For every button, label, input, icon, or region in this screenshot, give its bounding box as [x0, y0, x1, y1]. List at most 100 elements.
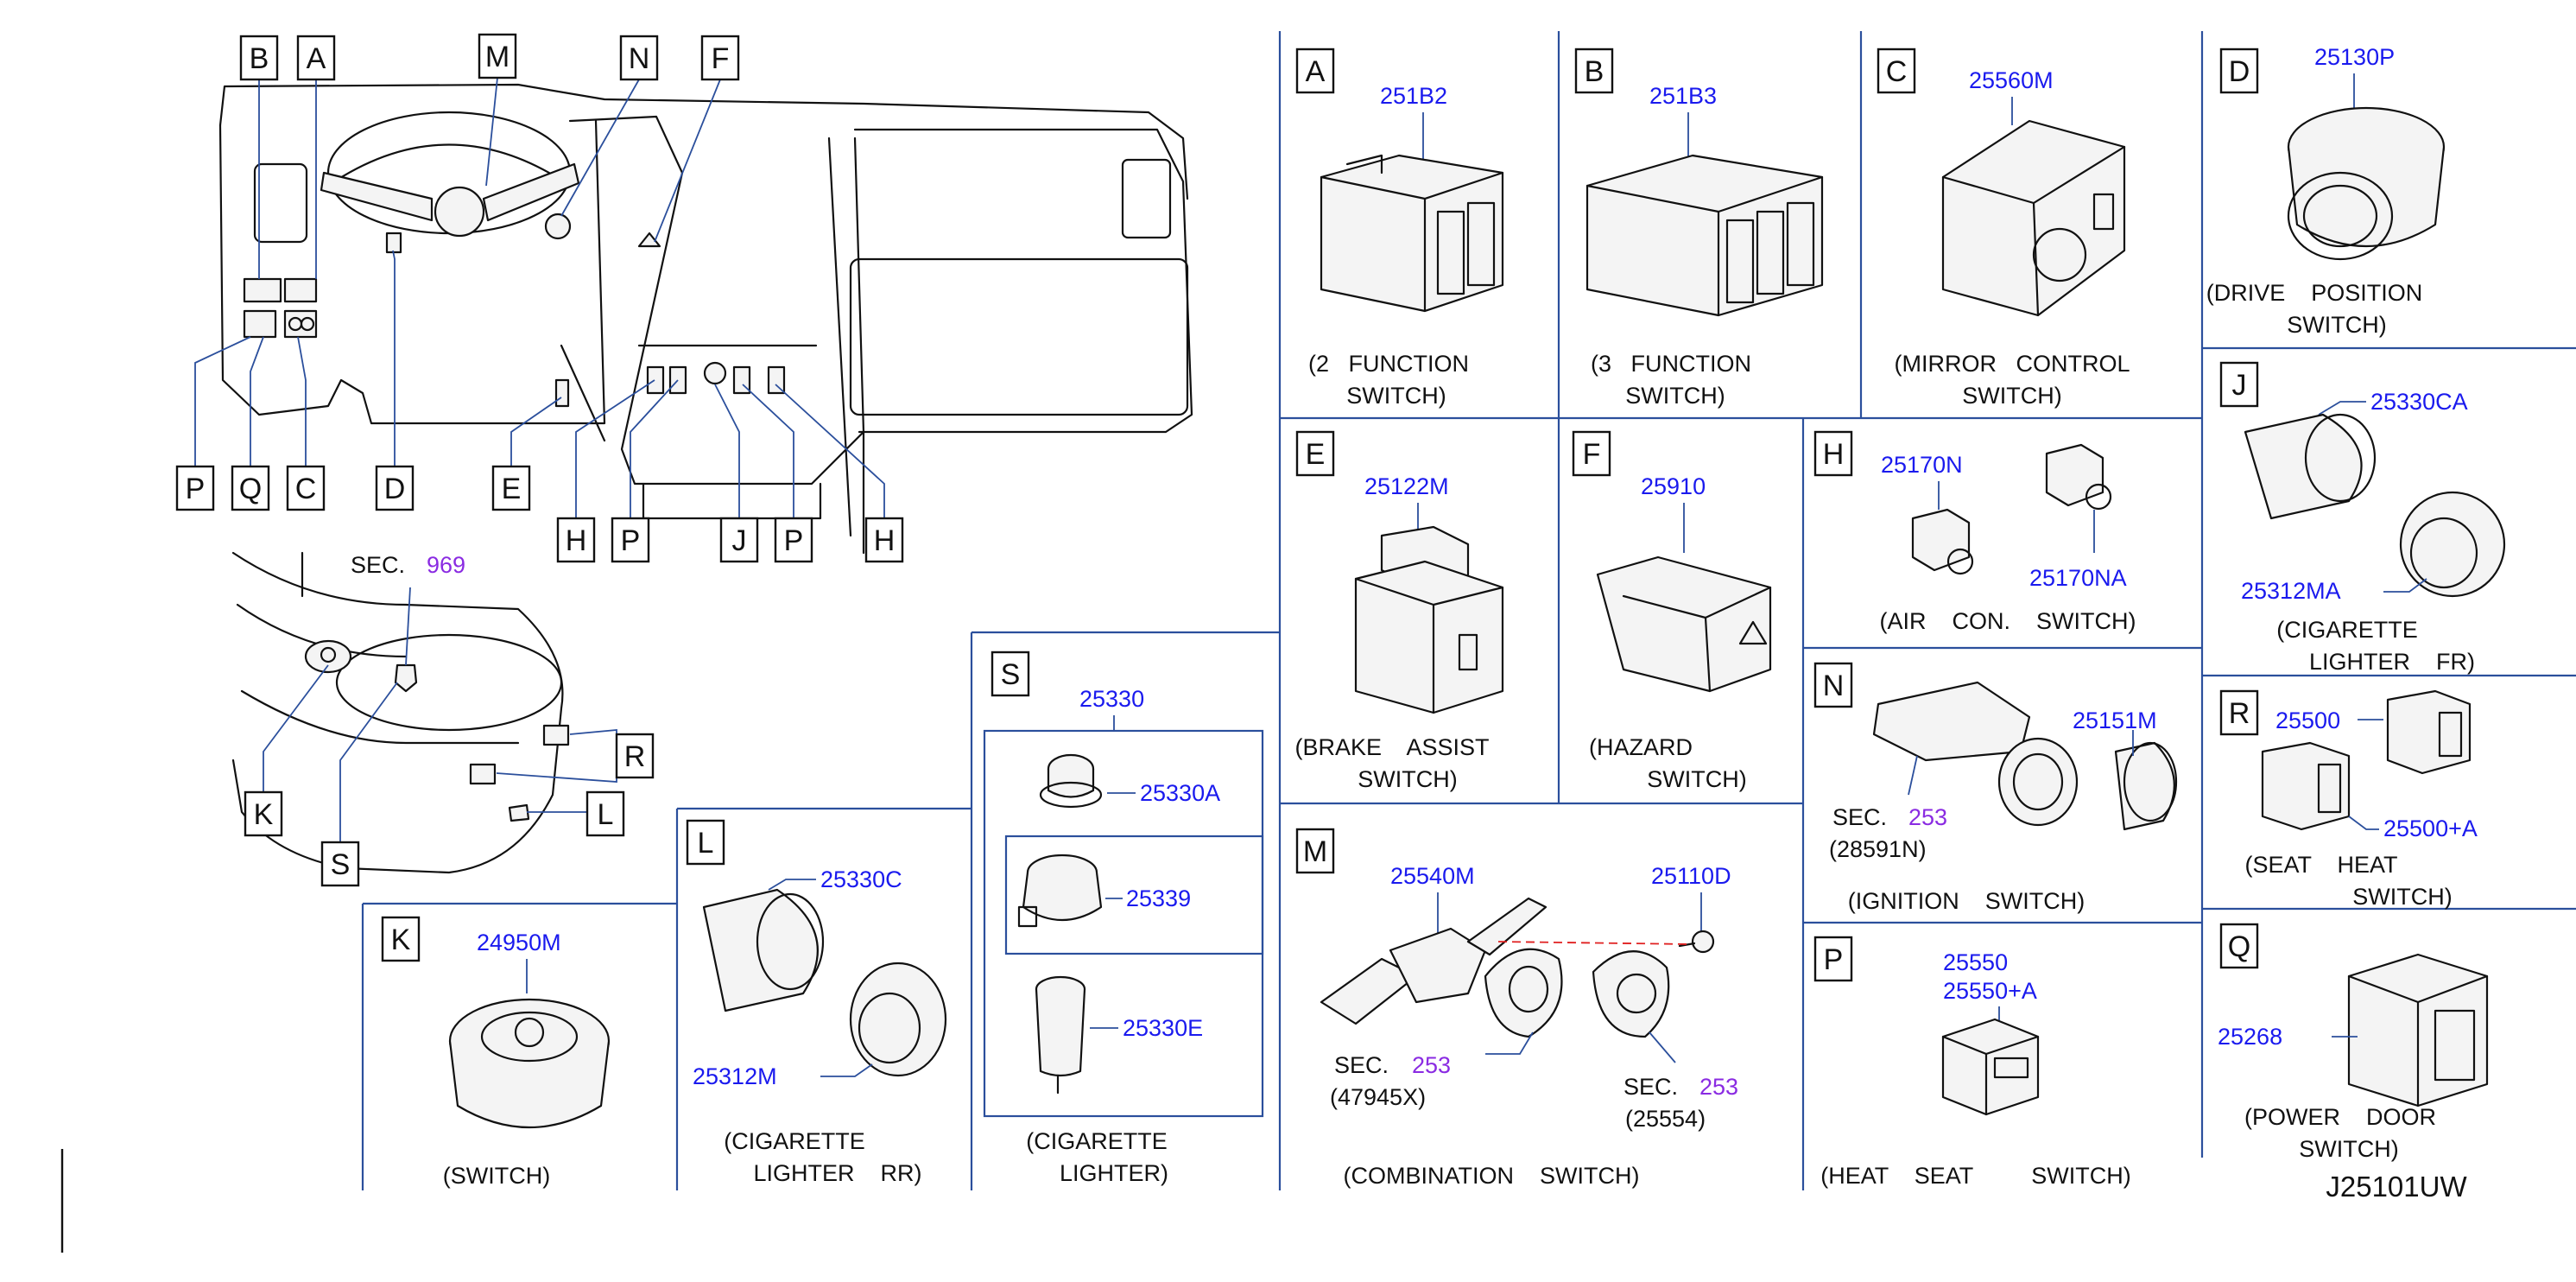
panel-f-caption-1: (HAZARD [1589, 734, 1693, 760]
panel-m-part-2: 25110D [1651, 863, 1731, 889]
overview-label-n: N [629, 42, 650, 75]
lighter-knob-illustration [1039, 753, 1103, 809]
panel-k-letter: K [391, 923, 411, 956]
air-con-switch-illustration-1 [1911, 508, 1974, 575]
panel-j-caption-1: (CIGARETTE [2276, 617, 2418, 643]
panel-h: H 25170N 25170NA (AIR CON. SWITCH) [1813, 430, 2136, 634]
overview-label-l: L [598, 798, 614, 831]
panel-f-part: 25910 [1641, 473, 1706, 499]
panel-q-letter: Q [2228, 930, 2250, 963]
panel-c-letter: C [1886, 55, 1908, 88]
panel-d-part: 25130P [2314, 44, 2395, 70]
panel-s-part-1: 25330 [1079, 686, 1144, 712]
panel-j: J 25330CA 25312MA (CIGARETTE LIGHTER FR) [2219, 361, 2506, 675]
panel-e-part: 25122M [1364, 473, 1449, 499]
overview-label-h2: H [874, 524, 896, 557]
overview-label-c: C [295, 473, 317, 505]
panel-q-caption-2: SWITCH) [2299, 1136, 2398, 1162]
lighter-socket-illustration [1035, 975, 1086, 1095]
panel-m: M 25540M 25110D SEC. 253 (47945X) SEC. 2… [1295, 828, 1738, 1189]
panel-l-caption-2: LIGHTER RR) [753, 1160, 921, 1186]
three-function-switch-illustration [1585, 154, 1824, 317]
panel-n-part: 25151M [2073, 708, 2157, 733]
console-sec-number: 969 [427, 552, 465, 578]
panel-e: E 25122M (BRAKE ASSIST SWITCH) [1294, 430, 1504, 792]
panel-r-part-1: 25500 [2275, 708, 2340, 733]
panel-p-letter: P [1824, 943, 1844, 976]
panel-h-caption: (AIR CON. SWITCH) [1880, 608, 2136, 634]
panel-h-part-1: 25170N [1881, 452, 1963, 478]
panel-a-letter: A [1306, 55, 1326, 88]
overview-labels: B A M N F P Q C D E H P J P H [175, 33, 904, 563]
ignition-switch-illustration [1872, 681, 2178, 831]
drive-position-switch-illustration [2287, 106, 2446, 261]
console-labels: SEC. 969 R K L S [244, 552, 655, 887]
panel-c-part: 25560M [1969, 67, 2054, 93]
panel-d-caption-2: SWITCH) [2287, 312, 2386, 338]
mirror-control-switch-illustration [1941, 119, 2126, 317]
panel-j-letter: J [2232, 369, 2247, 402]
overview-label-r: R [624, 740, 646, 773]
panel-j-part-1: 25330CA [2370, 389, 2468, 415]
console-sec-text: SEC. [351, 552, 405, 578]
console-leaders [263, 587, 617, 842]
overview-label-d: D [384, 473, 406, 505]
brake-assist-switch-illustration [1354, 525, 1504, 714]
panel-s-part-4: 25330E [1123, 1015, 1203, 1041]
panel-m-sec-number-1: 253 [1412, 1052, 1451, 1078]
panel-b-caption-1: (3 FUNCTION [1591, 351, 1751, 377]
overview-label-q: Q [239, 473, 262, 505]
panel-s-caption-1: (CIGARETTE [1026, 1128, 1168, 1154]
panel-grid [60, 31, 2576, 1253]
panel-n-sub: (28591N) [1829, 836, 1927, 862]
hazard-switch-illustration [1596, 555, 1772, 693]
overview-label-s: S [331, 848, 351, 881]
heat-seat-switch-illustration [1941, 1018, 2040, 1116]
panel-r-caption-2: SWITCH) [2352, 884, 2452, 910]
panel-m-sec-text-1: SEC. [1334, 1052, 1389, 1078]
panel-a-part: 251B2 [1380, 83, 1447, 109]
panel-b-caption-2: SWITCH) [1625, 383, 1725, 409]
panel-p: P 25550 25550+A (HEAT SEAT SWITCH) [1813, 936, 2131, 1189]
panel-d-caption-1: (DRIVE POSITION [2206, 280, 2423, 306]
panel-d: D 25130P (DRIVE POSITION SWITCH) [2206, 44, 2446, 338]
panel-j-part-2: 25312MA [2241, 578, 2341, 604]
panel-e-letter: E [1306, 438, 1326, 471]
panel-q-part: 25268 [2218, 1024, 2282, 1050]
panel-h-letter: H [1823, 438, 1845, 471]
panel-c-caption-2: SWITCH) [1962, 383, 2061, 409]
panel-m-sec-number-2: 253 [1699, 1074, 1738, 1100]
panel-l-part-1: 25330C [820, 866, 902, 892]
overview-label-j: J [732, 524, 747, 557]
power-door-switch-illustration [2347, 953, 2489, 1107]
two-function-switch-illustration [1320, 154, 1504, 313]
overview-leaders [194, 77, 885, 518]
combination-switch-illustration [1320, 897, 1715, 1038]
panel-f-letter: F [1583, 438, 1601, 471]
panel-m-sub-2: (25554) [1625, 1106, 1706, 1132]
cigarette-lighter-fr-illustration [2244, 413, 2506, 598]
panel-k-part: 24950M [477, 930, 561, 955]
panel-h-part-2: 25170NA [2029, 565, 2127, 591]
overview-label-e: E [502, 473, 522, 505]
panel-d-letter: D [2229, 55, 2250, 88]
cigarette-lighter-rr-illustration [702, 888, 947, 1077]
panel-m-part-1: 25540M [1390, 863, 1475, 889]
panel-l-caption-1: (CIGARETTE [724, 1128, 865, 1154]
dashboard-illustration [218, 83, 1193, 555]
panel-s-caption-2: LIGHTER) [1060, 1160, 1168, 1186]
panel-s-part-3: 25339 [1126, 885, 1191, 911]
panel-f: F 25910 (HAZARD SWITCH) [1572, 430, 1772, 792]
console-switch-illustration [448, 998, 611, 1129]
overview-label-p3: P [784, 524, 804, 557]
panel-p-caption: (HEAT SEAT SWITCH) [1820, 1163, 2131, 1189]
panel-n: N 25151M SEC. 253 (28591N) (IGNITION SWI… [1813, 662, 2178, 914]
panel-e-caption-2: SWITCH) [1358, 766, 1457, 792]
panel-m-caption: (COMBINATION SWITCH) [1344, 1163, 1640, 1189]
panel-m-sub-1: (47945X) [1330, 1084, 1426, 1110]
panel-p-part-1: 25550 [1943, 949, 2008, 975]
panel-r-part-2: 25500+A [2383, 816, 2478, 841]
console-illustration [231, 551, 570, 874]
panel-l: L 25330C 25312M (CIGARETTE LIGHTER RR) [686, 819, 947, 1186]
